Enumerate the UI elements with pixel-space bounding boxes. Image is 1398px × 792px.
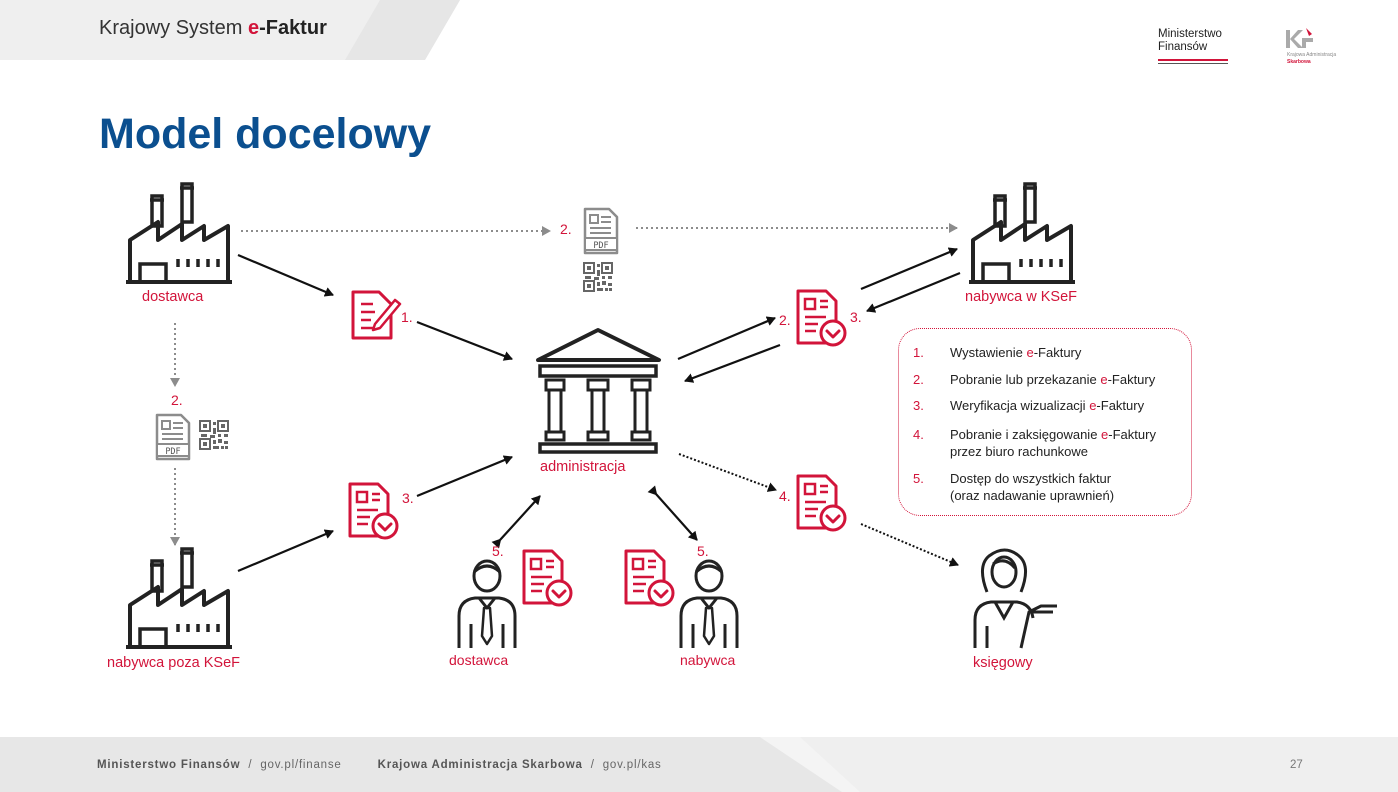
flow-verify-admin: [684, 343, 781, 383]
flow-supplier-access: [491, 495, 541, 549]
label-accountant: księgowy: [973, 655, 1033, 671]
flow-buyer-access: [647, 485, 698, 541]
step-4: 4.: [779, 488, 791, 504]
app-title: Krajowy System e-Faktur: [99, 17, 327, 39]
ministry-logo-underline-2: [1158, 63, 1228, 64]
page-number: 27: [1290, 759, 1303, 771]
footer-link-kas[interactable]: gov.pl/kas: [602, 759, 662, 771]
step-2-left: 2.: [171, 392, 183, 408]
flow-supplier-issue: [237, 253, 334, 297]
buyer-ksef-factory-icon: [967, 182, 1077, 284]
label-administration: administracja: [540, 459, 626, 475]
pdf-doc-icon: [583, 207, 619, 255]
qr-code-left-icon: [198, 419, 230, 451]
step-3-left: 3.: [402, 490, 414, 506]
step-1: 1.: [401, 309, 413, 325]
footer-org-2: Krajowa Administracja Skarbowa: [377, 759, 583, 771]
footer-link-finanse[interactable]: gov.pl/finanse: [260, 759, 342, 771]
accountant-person-icon: [973, 548, 1057, 649]
legend-box: 1. Wystawienie e-Faktury 2. Pobranie lub…: [898, 328, 1192, 516]
issue-invoice-icon: [351, 290, 402, 340]
page-title: Model docelowy: [99, 110, 432, 158]
flow-verify-outside-admin: [416, 455, 513, 498]
administration-building-icon: [536, 328, 661, 454]
kas-logo-icon: [1286, 28, 1313, 48]
flow-admin-verify: [677, 316, 776, 361]
flow-issue-admin: [416, 320, 513, 361]
qr-code-icon: [582, 261, 614, 293]
verify-invoice-icon: [796, 289, 847, 347]
buyer-access-invoice-icon: [624, 549, 675, 607]
buyer-outside-factory-icon: [124, 547, 234, 649]
ministry-logo-underline: [1158, 59, 1228, 61]
pdf-doc-left-icon: [155, 413, 191, 461]
flow-buyer-outside: [237, 529, 334, 573]
diagram: PDF: [124, 182, 1077, 650]
flow-verify-buyer: [860, 247, 958, 291]
footer-org-1: Ministerstwo Finansów: [97, 759, 241, 771]
label-buyer-outside: nabywca poza KSeF: [107, 655, 240, 671]
download-invoice-icon: [796, 474, 847, 532]
header-band: [0, 0, 460, 60]
supplier-factory-icon: [124, 182, 234, 284]
kas-logo-text: Krajowa Administracja: [1287, 52, 1337, 58]
supplier-access-invoice-icon: [522, 549, 573, 607]
footer-links: Ministerstwo Finansów / gov.pl/finanse K…: [97, 759, 662, 771]
label-person-buyer: nabywca: [680, 652, 736, 668]
step-5-left: 5.: [492, 543, 504, 559]
verify-invoice-outside-icon: [348, 482, 399, 540]
buyer-person-icon: [679, 559, 739, 650]
kas-logo-text-2: Skarbowa: [1287, 59, 1311, 65]
label-supplier: dostawca: [142, 289, 204, 305]
label-buyer-ksef: nabywca w KSeF: [965, 289, 1078, 305]
ministry-logo: Ministerstwo Finansów: [1158, 28, 1222, 53]
label-person-supplier: dostawca: [449, 652, 509, 668]
footer-band: [0, 737, 860, 792]
flow-download-accountant: [860, 523, 959, 567]
supplier-person-icon: [457, 559, 517, 650]
step-2-top: 2.: [560, 221, 572, 237]
step-2-right: 2.: [779, 312, 791, 328]
step-5-right: 5.: [697, 543, 709, 559]
step-3-right: 3.: [850, 309, 862, 325]
flow-admin-download: [678, 453, 777, 492]
flow-buyer-verify: [866, 271, 961, 313]
